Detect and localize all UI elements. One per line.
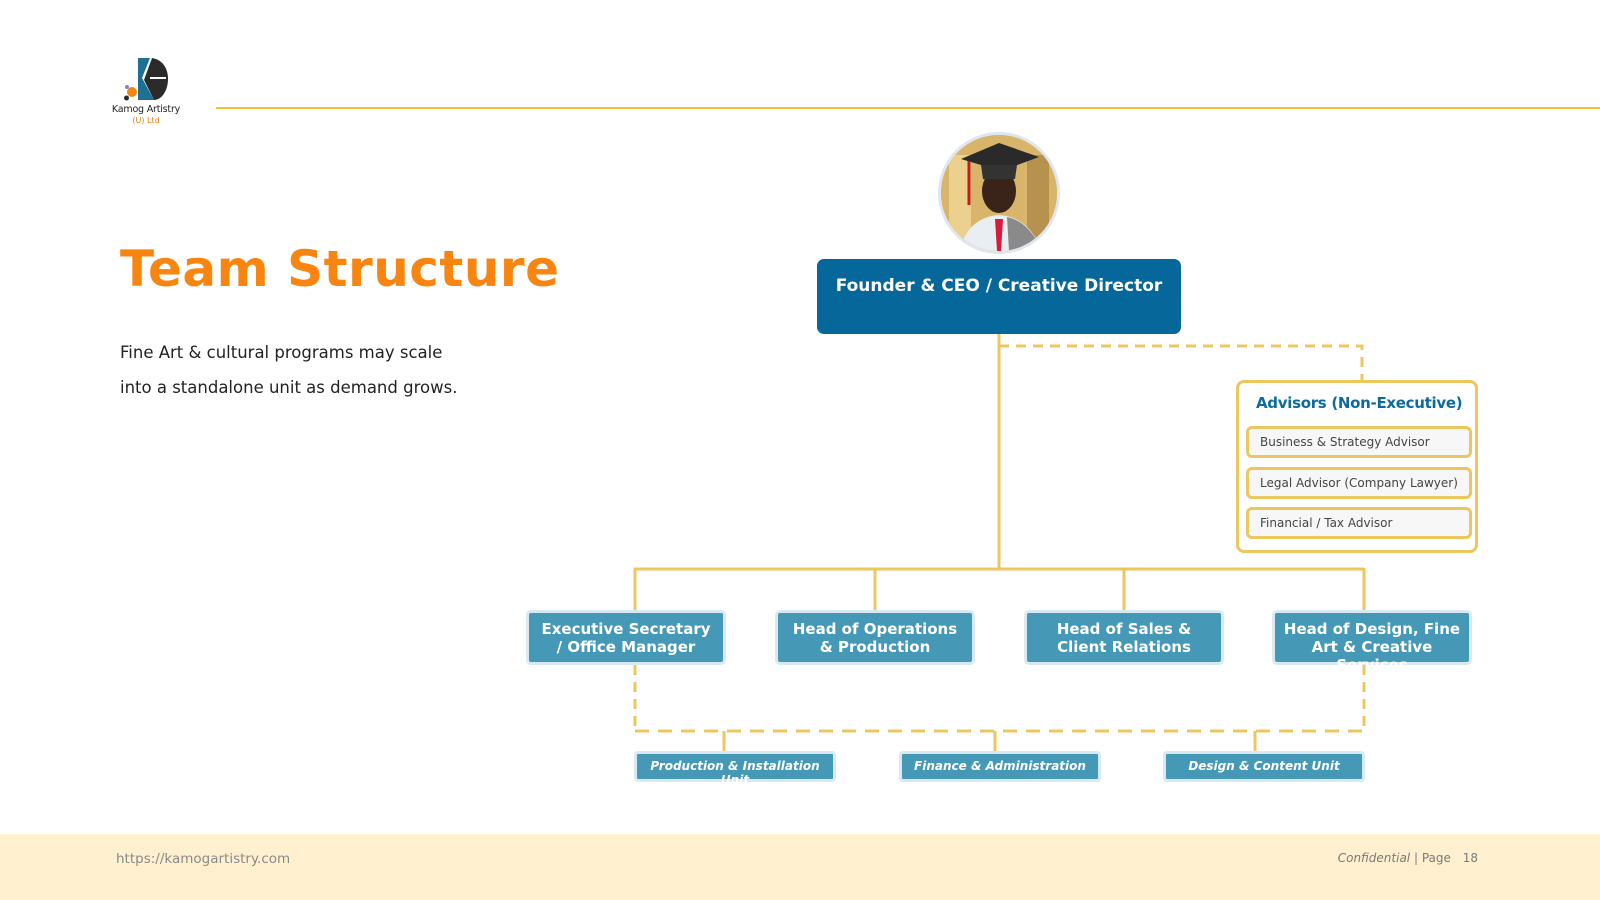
- advisor-item: Financial / Tax Advisor: [1246, 507, 1472, 539]
- department-label-line: Client Relations: [1057, 638, 1191, 656]
- department-node: Head of Sales & Client Relations: [1024, 610, 1224, 665]
- founder-photo-icon: [941, 135, 1057, 251]
- department-label-line: & Production: [819, 638, 931, 656]
- unit-node: Design & Content Unit: [1163, 751, 1365, 782]
- footer-page-info: Confidential | Page 18: [1338, 851, 1478, 865]
- unit-node: Production & Installation Unit: [634, 751, 836, 787]
- founder-photo: [938, 132, 1060, 254]
- advisor-dashed-link: [999, 344, 1364, 380]
- header-divider: [216, 107, 1600, 109]
- advisors-title: Advisors (Non-Executive): [1256, 394, 1463, 412]
- logo-company-suffix: (U) Ltd: [132, 116, 160, 125]
- advisors-panel: Advisors (Non-Executive) Business & Stra…: [1236, 380, 1478, 553]
- department-node: Head of Design, Fine Art & Creative Serv…: [1272, 610, 1472, 674]
- footer: https://kamogartistry.com Confidential |…: [0, 834, 1600, 900]
- footer-website-link[interactable]: https://kamogartistry.com: [116, 851, 291, 867]
- description-line: into a standalone unit as demand grows.: [120, 378, 458, 397]
- department-label-line: Head of Operations: [792, 620, 958, 638]
- company-logo: Kamog Artistry (U) Ltd: [108, 52, 184, 130]
- department-label-line: Executive Secretary: [541, 620, 711, 638]
- unit-node: Finance & Administration: [899, 751, 1101, 782]
- department-label-line: Head of Sales &: [1056, 620, 1192, 638]
- department-node: Head of Operations & Production: [775, 610, 975, 665]
- logo-company-name: Kamog Artistry: [111, 104, 181, 115]
- slide-description: Fine Art & cultural programs may scale i…: [120, 335, 520, 405]
- page-label: Page: [1421, 851, 1451, 865]
- page-title: Team Structure: [120, 240, 560, 298]
- kamog-artistry-logo-icon: [124, 58, 168, 101]
- footer-separator: |: [1413, 851, 1422, 865]
- department-node: Executive Secretary / Office Manager: [526, 610, 726, 665]
- confidential-label: Confidential: [1337, 851, 1411, 865]
- advisor-item: Legal Advisor (Company Lawyer): [1246, 467, 1472, 499]
- department-label-line: Art & Creative Services: [1311, 638, 1433, 674]
- ceo-node: Founder & CEO / Creative Director: [817, 259, 1181, 334]
- description-line: Fine Art & cultural programs may scale: [120, 343, 443, 362]
- department-label-line: / Office Manager: [556, 638, 696, 656]
- page-number: 18: [1462, 851, 1478, 865]
- advisor-item: Business & Strategy Advisor: [1246, 426, 1472, 458]
- department-label-line: Head of Design, Fine: [1283, 620, 1461, 638]
